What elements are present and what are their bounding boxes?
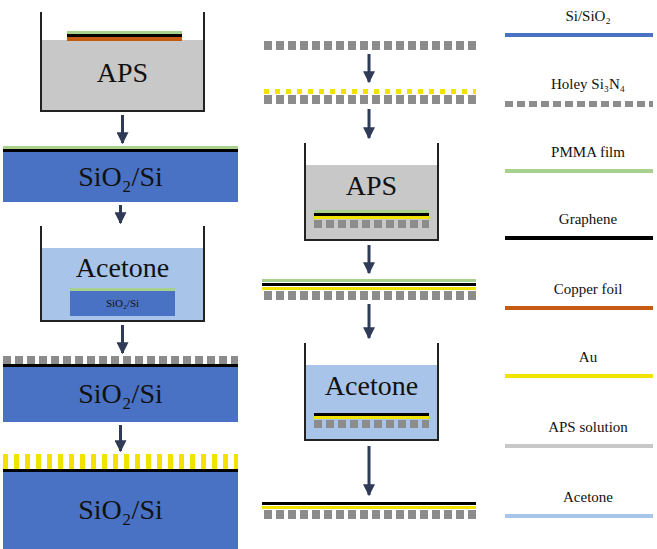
holey-membrane bbox=[262, 95, 476, 104]
step-arrow bbox=[119, 205, 122, 223]
step-arrow bbox=[368, 54, 371, 82]
legend-text: APS solution bbox=[505, 419, 655, 436]
pmma-layer bbox=[262, 279, 476, 282]
legend-entry: Graphene bbox=[505, 211, 655, 240]
legend-text: Si/SiO₂ bbox=[505, 8, 655, 25]
legend-entry: Acetone bbox=[505, 489, 655, 518]
legend-text: Acetone bbox=[505, 489, 655, 506]
legend-text: Copper foil bbox=[505, 281, 655, 298]
legend-swatch bbox=[505, 374, 653, 378]
legend-text: PMMA film bbox=[505, 144, 655, 161]
holey-membrane bbox=[314, 220, 429, 228]
legend-text: Au bbox=[505, 349, 655, 366]
au-pattern bbox=[3, 454, 238, 469]
legend-swatch bbox=[505, 444, 653, 448]
label-holder: Acetone bbox=[306, 371, 437, 402]
legend-swatch bbox=[505, 306, 653, 310]
silicon-substrate: SiO₂/Si bbox=[3, 152, 238, 202]
legend-text: Holey Si₃N₄ bbox=[505, 76, 655, 93]
legend-swatch bbox=[505, 514, 653, 518]
node-label: APS bbox=[97, 58, 148, 89]
au-layer bbox=[314, 416, 429, 419]
legend-text: Graphene bbox=[505, 211, 655, 228]
node-label: SiO₂/Si bbox=[78, 495, 162, 526]
node-label: SiO₂/Si bbox=[106, 297, 139, 309]
copper-foil bbox=[67, 37, 182, 41]
holey-membrane bbox=[262, 41, 476, 50]
step-arrow bbox=[119, 425, 122, 451]
legend-swatch bbox=[505, 236, 653, 240]
node-label: Acetone bbox=[76, 253, 169, 284]
legend-entry: PMMA film bbox=[505, 144, 655, 173]
substrate-stack: SiO₂/Si bbox=[3, 454, 238, 549]
legend-sample bbox=[505, 101, 653, 107]
label-holder: APS bbox=[42, 58, 203, 89]
step-arrow bbox=[368, 245, 371, 273]
node-label: APS bbox=[346, 171, 397, 202]
silicon-substrate: SiO₂/Si bbox=[3, 472, 238, 549]
au-layer bbox=[262, 89, 476, 94]
beaker: APS bbox=[40, 12, 205, 112]
au-layer bbox=[262, 506, 476, 509]
legend-entry: Holey Si₃N₄ bbox=[505, 76, 655, 107]
graphene-layer bbox=[262, 283, 476, 286]
legend-swatch bbox=[505, 169, 653, 173]
step-arrow bbox=[368, 109, 371, 138]
legend-swatch bbox=[505, 33, 653, 37]
legend-entry: Au bbox=[505, 349, 655, 378]
beaker: AcetoneSiO₂/Si bbox=[40, 226, 205, 322]
au-layer bbox=[314, 216, 429, 219]
node-label: SiO₂/Si bbox=[78, 379, 162, 410]
silicon-substrate: SiO₂/Si bbox=[70, 291, 175, 316]
label-holder: Acetone bbox=[42, 253, 203, 284]
legend-entry: Copper foil bbox=[505, 281, 655, 310]
substrate-stack: SiO₂/Si bbox=[3, 356, 238, 422]
step-arrow bbox=[368, 304, 371, 338]
graphene-layer bbox=[262, 502, 476, 505]
au-layer bbox=[262, 287, 476, 290]
holey-membrane bbox=[3, 356, 238, 364]
step-arrow bbox=[121, 115, 124, 143]
node-label: SiO₂/Si bbox=[78, 162, 162, 193]
holey-membrane bbox=[262, 291, 476, 300]
holey-membrane bbox=[314, 420, 429, 428]
legend-entry: Si/SiO₂ bbox=[505, 8, 655, 37]
substrate-stack: SiO₂/Si bbox=[3, 146, 238, 202]
label-holder: APS bbox=[306, 171, 437, 202]
step-arrow bbox=[121, 325, 124, 353]
step-arrow bbox=[368, 446, 371, 495]
silicon-substrate: SiO₂/Si bbox=[3, 367, 238, 422]
legend-entry: APS solution bbox=[505, 419, 655, 448]
holey-membrane bbox=[262, 510, 476, 519]
beaker: APS bbox=[304, 143, 439, 241]
beaker: Acetone bbox=[304, 343, 439, 441]
substrate-stack: SiO₂/Si bbox=[70, 288, 175, 316]
node-label: Acetone bbox=[325, 371, 418, 402]
